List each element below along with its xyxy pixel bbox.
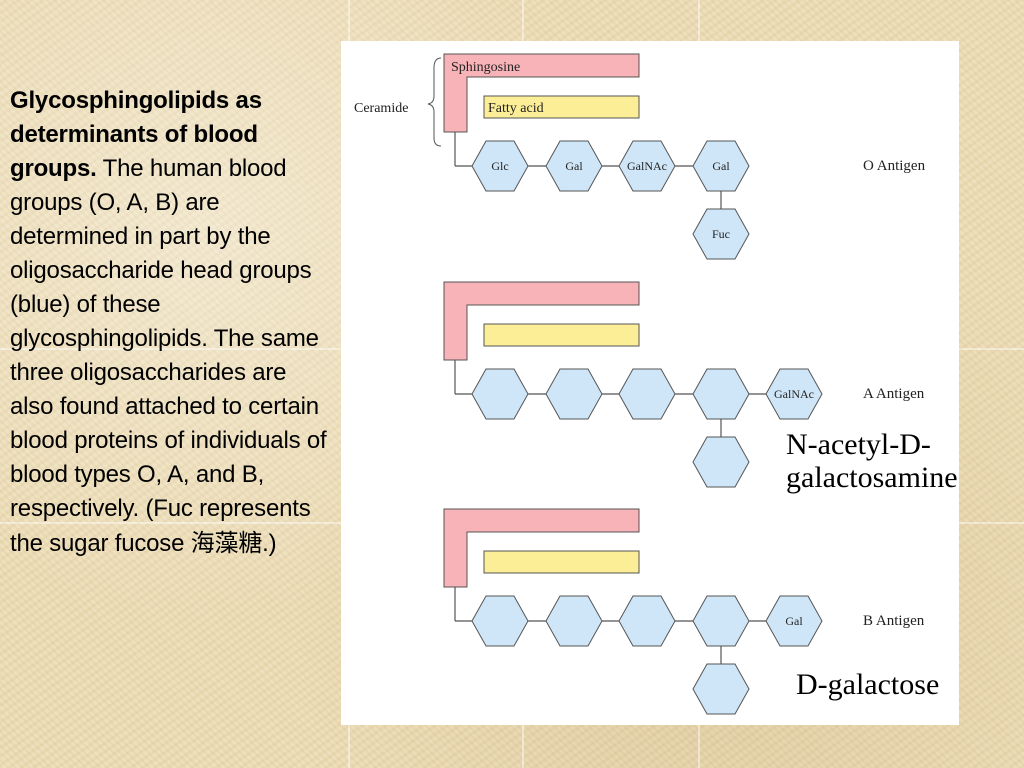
a-terminal-name-line1: N-acetyl-D- bbox=[786, 428, 931, 461]
o-sugar-2-label: Gal bbox=[565, 159, 583, 173]
ceramide-label: Ceramide bbox=[354, 101, 408, 116]
o-fatty-acid-block bbox=[483, 95, 640, 119]
a-terminal-sugar-label: GalNAc bbox=[774, 387, 814, 401]
b-terminal-name: D-galactose bbox=[796, 668, 940, 701]
b-sugar-1 bbox=[471, 595, 529, 647]
a-terminal-name-line2: galactosamine bbox=[786, 461, 958, 494]
ceramide-brace bbox=[427, 57, 442, 147]
o-fatty-acid-label: Fatty acid bbox=[488, 101, 544, 116]
b-fucose bbox=[692, 663, 750, 715]
b-sugar-4 bbox=[692, 595, 750, 647]
a-antigen-label: A Antigen bbox=[863, 386, 925, 402]
b-terminal-sugar-label: Gal bbox=[785, 614, 803, 628]
o-sugar-3 bbox=[618, 140, 676, 192]
b-antigen-label: B Antigen bbox=[863, 613, 925, 629]
o-sugar-3-label: GalNAc bbox=[627, 159, 667, 173]
caption-end: .) bbox=[262, 530, 277, 557]
a-fucose bbox=[692, 436, 750, 488]
caption-title: Glycosphingolipids as determinants of bl… bbox=[10, 87, 262, 182]
a-sugar-3 bbox=[618, 368, 676, 420]
o-sphingosine-label: Sphingosine bbox=[451, 60, 520, 75]
o-antigen-label: O Antigen bbox=[863, 158, 926, 174]
b-sugar-2 bbox=[545, 595, 603, 647]
a-sugar-1 bbox=[471, 368, 529, 420]
b-sugar-3 bbox=[618, 595, 676, 647]
a-sphingosine-block bbox=[443, 281, 640, 361]
a-fatty-acid-block bbox=[483, 323, 640, 347]
o-fucose bbox=[692, 208, 750, 260]
o-sugar-1-label: Glc bbox=[491, 159, 508, 173]
a-terminal-name: N-acetyl-D- galactosamine bbox=[786, 428, 958, 494]
o-sugar-1 bbox=[471, 140, 529, 192]
a-sugar-2 bbox=[545, 368, 603, 420]
o-sugar-4 bbox=[692, 140, 750, 192]
b-fatty-acid-block bbox=[483, 550, 640, 574]
a-sugar-4 bbox=[692, 368, 750, 420]
caption-chinese: 海藻糖 bbox=[190, 529, 263, 557]
o-sugar-4-label: Gal bbox=[712, 159, 730, 173]
o-sphingosine-block bbox=[443, 53, 640, 133]
b-terminal-sugar bbox=[765, 595, 823, 647]
o-sugar-2 bbox=[545, 140, 603, 192]
b-sphingosine-block bbox=[443, 508, 640, 588]
caption-body: The human blood groups (O, A, B) are det… bbox=[10, 155, 327, 557]
a-terminal-sugar bbox=[765, 368, 823, 420]
figure-caption: Glycosphingolipids as determinants of bl… bbox=[10, 84, 335, 561]
o-fucose-label: Fuc bbox=[712, 227, 730, 241]
